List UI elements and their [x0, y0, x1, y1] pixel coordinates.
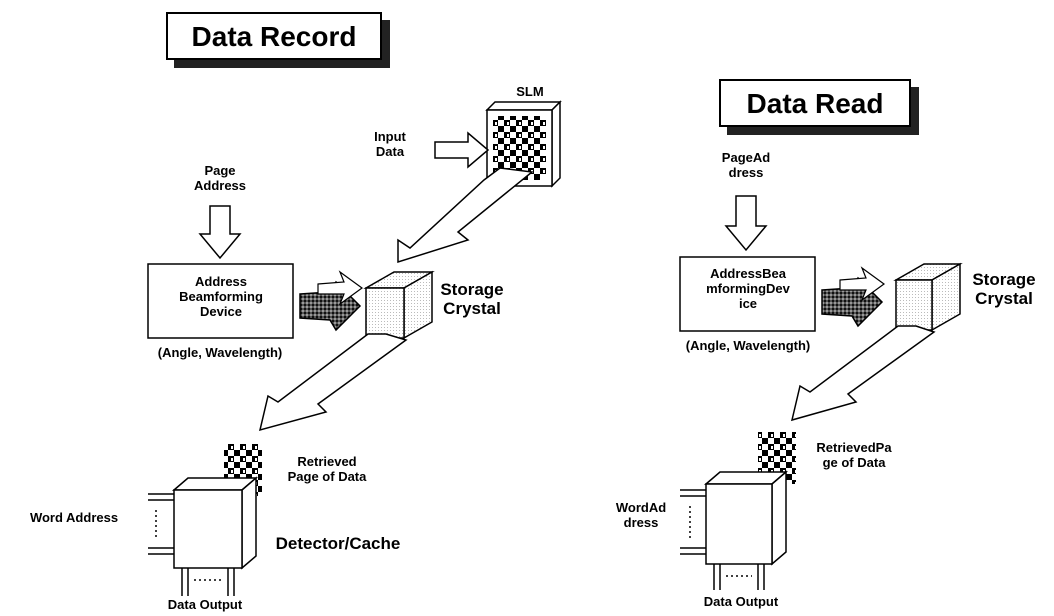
data-read-title: Data Read [719, 79, 911, 127]
data-output-label-read: Data Output [703, 594, 779, 609]
word-address-label: Word Address [29, 510, 119, 525]
storage-crystal-read [893, 262, 963, 332]
angle-wavelength-label-read: (Angle, Wavelength) [685, 338, 811, 353]
page-address-label-read: PageAd dress [721, 150, 771, 180]
page-address-arrow-read [724, 195, 768, 252]
retrieved-page-label-read: RetrievedPa ge of Data [816, 440, 892, 470]
data-record-title: Data Record [166, 12, 382, 60]
address-beamforming-box-read [679, 256, 816, 332]
address-beamforming-box [147, 263, 294, 339]
page-address-arrow [198, 205, 242, 260]
storage-crystal-label: Storage Crystal [440, 280, 504, 318]
beamforming-device-label-read: AddressBea mformingDev ice [706, 266, 790, 311]
storage-crystal-label-read: Storage Crystal [972, 270, 1036, 308]
input-data-label: Input Data [374, 129, 406, 159]
detector-cache-record [148, 476, 259, 596]
output-beam-arrow-record [258, 333, 408, 432]
slm-beam-arrow [397, 167, 534, 264]
word-address-label-read: WordAd dress [615, 500, 667, 530]
retrieved-page-label: Retrieved Page of Data [287, 454, 367, 484]
beamforming-device-label: Address Beamforming Device [179, 274, 263, 319]
input-data-arrow [434, 131, 490, 169]
data-output-label: Data Output [167, 597, 243, 612]
slm-label: SLM [516, 84, 544, 99]
detector-cache-label: Detector/Cache [275, 534, 401, 553]
page-address-label: Page Address [193, 163, 247, 193]
detector-cache-read [680, 470, 789, 590]
angle-wavelength-label: (Angle, Wavelength) [157, 345, 283, 360]
output-beam-arrow-read [790, 325, 936, 422]
storage-crystal-record [363, 270, 435, 340]
